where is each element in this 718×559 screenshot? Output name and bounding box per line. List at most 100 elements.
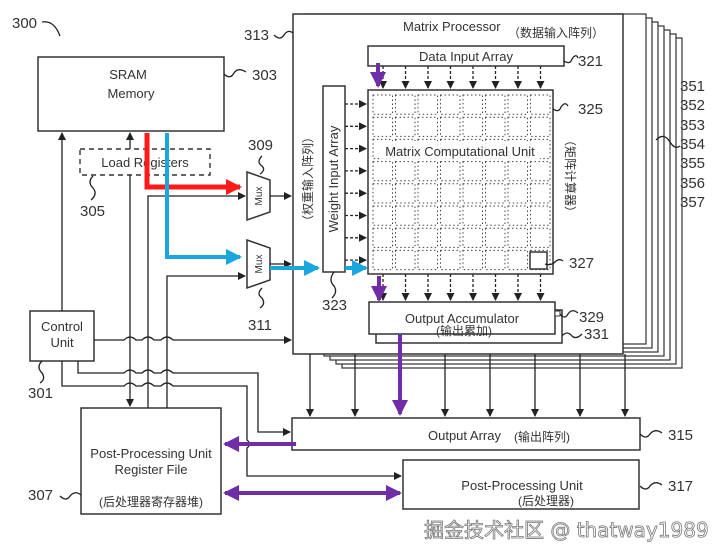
stack-ref-354: 354: [680, 136, 705, 153]
processing-cell: [530, 116, 551, 137]
output-array-ref-leader: [639, 430, 663, 438]
output-array-box: [291, 417, 641, 451]
control-unit-label-2: Unit: [50, 335, 74, 350]
processing-cell: [395, 116, 416, 137]
connection-lines: [58, 132, 402, 480]
data-input-array-ref: 321: [578, 53, 603, 70]
load-registers-ref-leader: [89, 175, 96, 201]
highlight-paths: [144, 63, 408, 501]
processing-cell: [507, 205, 528, 226]
mcu-ref-leader: [552, 103, 569, 112]
weight-input-array-ref-leader: [330, 271, 337, 299]
processing-cell: [372, 227, 393, 248]
data-input-array-box: [367, 45, 565, 67]
processing-cell: [417, 183, 438, 204]
processing-cell: [395, 94, 416, 115]
weight-input-array-label-cn: （权重输入阵列）: [300, 131, 315, 227]
processing-cell-327: [529, 251, 548, 270]
data-input-array-ref-leader: [563, 55, 579, 64]
stack-ref-355: 355: [680, 155, 705, 172]
processing-cell: [462, 161, 483, 182]
control-unit-ref: 301: [28, 385, 53, 402]
processing-cell: [462, 116, 483, 137]
post-processing-register-file-box: [80, 407, 222, 515]
blue-weight-path: [165, 133, 242, 265]
matrix-computational-unit-label: Matrix Computational Unit: [385, 144, 535, 159]
data-input-array-label: Data Input Array: [419, 49, 513, 64]
stack-ref-351: 351: [680, 78, 705, 95]
mux-bottom-ref: 311: [248, 317, 272, 334]
processing-cell: [507, 249, 528, 271]
processing-cell: [530, 161, 551, 182]
control-unit-ref-leader: [38, 360, 45, 384]
matrix-processor-label: Matrix Processor: [403, 19, 501, 34]
sram-ref: 303: [252, 67, 277, 84]
load-registers-ref: 305: [80, 203, 105, 220]
post-processing-unit-box: [402, 459, 640, 510]
processing-cell: [372, 183, 393, 204]
processing-cell: [440, 183, 461, 204]
matrix-processor-label-cn: （数据输入阵列）: [508, 25, 604, 40]
red-data-path: [144, 133, 242, 195]
processing-cell: [395, 227, 416, 248]
output-array-input-arrows: [306, 354, 629, 417]
stack-ref-357: 357: [680, 194, 705, 211]
processing-cell: [507, 227, 528, 248]
matrix-computational-unit-box: [367, 89, 554, 275]
stack-ref-352: 352: [680, 97, 705, 114]
figure-ref-leader: [41, 21, 61, 37]
processing-cell: [417, 227, 438, 248]
processing-cell: [372, 94, 393, 115]
output-array-label: Output Array: [428, 428, 501, 443]
processing-cell: [372, 249, 393, 271]
stack-refs: 351 352 353 354 355 356 357: [655, 78, 705, 211]
mux-top-ref: 309: [248, 137, 273, 154]
mux-bottom-ref-leader: [258, 287, 265, 309]
stack-ref-353: 353: [680, 117, 705, 134]
processing-cell: [417, 249, 438, 271]
processing-cell: [440, 249, 461, 271]
mux-top: [246, 170, 271, 222]
processing-cell: [485, 94, 506, 115]
output-accumulator-ref: 329: [579, 309, 604, 326]
mux-bottom: [246, 238, 271, 290]
processing-cell: [485, 116, 506, 137]
processing-cell: [530, 183, 551, 204]
post-processing-unit-ref: 317: [668, 478, 693, 495]
acc-ref-leader: [559, 310, 579, 318]
processing-cell: [440, 94, 461, 115]
processing-cell: [462, 94, 483, 115]
matrix-processor-ref: 313: [244, 27, 269, 44]
weight-input-array-ref: 323: [322, 297, 347, 314]
processing-cell: [485, 161, 506, 182]
processing-cell: [417, 116, 438, 137]
processing-cell: [372, 205, 393, 226]
processing-cell: [440, 205, 461, 226]
control-unit-label-1: Control: [41, 319, 83, 334]
register-file-ref: 307: [28, 487, 53, 504]
processing-cell: [462, 183, 483, 204]
sram-memory-box: [37, 56, 225, 132]
output-array-ref: 315: [668, 427, 693, 444]
register-file-ref-leader: [59, 492, 82, 500]
output-accumulator-box: [368, 301, 556, 335]
post-processing-unit-label-cn: (后处理器): [518, 494, 574, 508]
processing-cell: [485, 249, 506, 271]
processing-cell: [530, 94, 551, 115]
stack-ref-356: 356: [680, 175, 705, 192]
watermark: 掘金技术社区 @ thatway1989: [424, 518, 709, 542]
processing-cell: [530, 138, 551, 160]
register-file-label-cn: (后处理器寄存器堆): [99, 494, 203, 509]
processing-cell: [417, 94, 438, 115]
processing-cell: [395, 249, 416, 271]
output-accumulator-label: Output Accumulator: [405, 311, 520, 326]
processing-cell: [507, 116, 528, 137]
processing-cell: [440, 116, 461, 137]
sram-label: SRAM: [109, 67, 147, 82]
processing-cell: [507, 161, 528, 182]
matrix-computational-unit-ref: 325: [578, 101, 603, 118]
processing-cell: [462, 249, 483, 271]
processing-cell: [395, 161, 416, 182]
processing-cell: [417, 161, 438, 182]
